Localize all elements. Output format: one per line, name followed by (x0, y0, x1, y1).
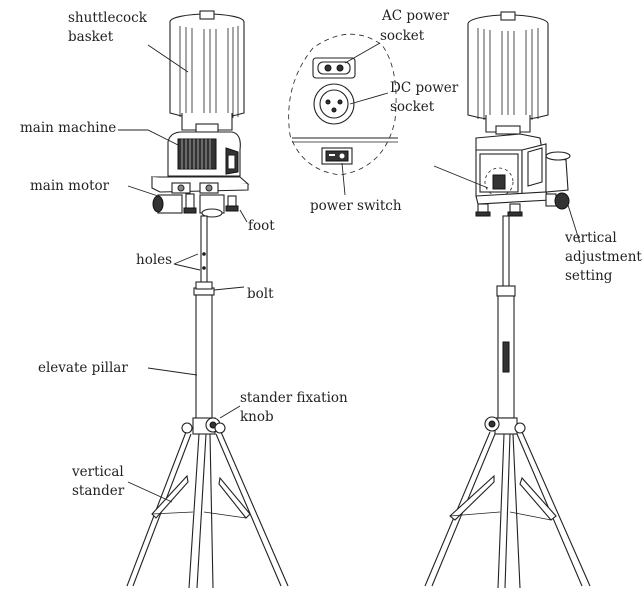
right-inner-pole (496, 215, 516, 297)
label-ac-power-l1: AC power (381, 8, 450, 24)
left-tripod-head (181, 417, 226, 435)
labels: shuttlecock basket main machine main mot… (20, 8, 642, 499)
left-machine (126, 10, 289, 589)
right-base (475, 191, 557, 217)
vertical-adjustment-knob (554, 192, 570, 210)
right-tripod-head (484, 416, 526, 435)
right-shuttlecock-basket (467, 11, 549, 135)
power-panel-inset (288, 33, 398, 176)
label-main-machine: main machine (20, 120, 116, 136)
label-bolt: bolt (247, 286, 274, 302)
label-shuttlecock-basket-l1: shuttlecock (68, 10, 148, 26)
right-main-machine (475, 133, 571, 197)
left-main-machine (167, 131, 241, 177)
left-shuttlecock-basket (169, 10, 245, 133)
right-machine (424, 11, 591, 589)
leader-lines (118, 42, 581, 503)
label-stander-fixation-l2: knob (240, 409, 274, 425)
left-elevate-pillar (195, 294, 213, 420)
label-main-motor: main motor (30, 178, 110, 194)
label-holes: holes (136, 252, 172, 268)
label-vertical-adjustment-l2: adjustment (565, 249, 642, 265)
label-shuttlecock-basket-l2: basket (68, 29, 114, 45)
left-base-plate (150, 176, 250, 194)
label-power-switch: power switch (310, 198, 402, 214)
label-stander-fixation-l1: stander fixation (240, 390, 348, 406)
left-tripod-legs (126, 431, 289, 589)
ac-power-socket (312, 57, 356, 79)
label-elevate-pillar: elevate pillar (38, 360, 128, 376)
left-inner-pole (200, 215, 208, 292)
left-foot (183, 193, 239, 214)
power-switch (321, 147, 353, 165)
left-bolt-collar (193, 281, 215, 296)
label-ac-power-l2: socket (380, 28, 425, 44)
label-vertical-stander-l2: stander (72, 483, 125, 499)
right-tripod-legs (424, 431, 591, 589)
label-vertical-adjustment-l3: setting (565, 268, 613, 284)
right-elevate-pillar (497, 295, 515, 419)
label-vertical-adjustment-l1: vertical (564, 230, 617, 246)
label-dc-power-l1: DC power (390, 80, 459, 96)
label-dc-power-l2: socket (390, 99, 435, 115)
label-foot: foot (248, 218, 275, 234)
label-vertical-stander-l1: vertical (71, 464, 124, 480)
dc-power-socket (313, 83, 355, 125)
